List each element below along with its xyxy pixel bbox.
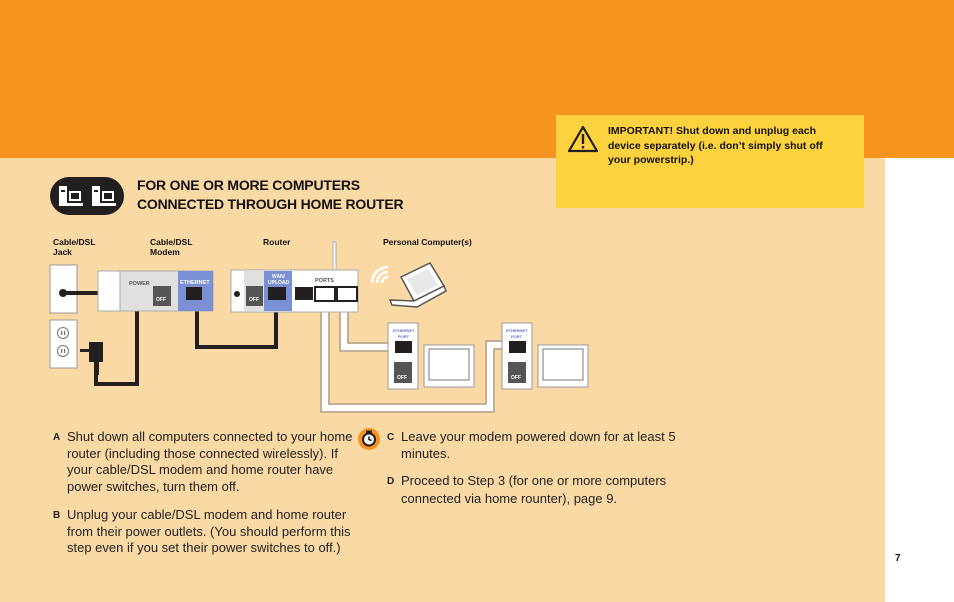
laptop-icon (388, 262, 447, 308)
step-d: D Proceed to Step 3 (for one or more com… (387, 472, 687, 508)
pc2-port-label-2: PORT (511, 334, 523, 339)
white-cables (322, 300, 509, 411)
step-b-letter: B (53, 510, 61, 521)
modem-ethernet-label: ETHERNET (180, 280, 210, 286)
step-d-letter: D (387, 476, 395, 487)
pc2-off-label: OFF (511, 375, 521, 381)
pc1-port-label-1: ETHERNET (393, 328, 415, 333)
pc1-off-label: OFF (397, 375, 407, 381)
jack-label-line2: Jack (53, 247, 72, 257)
modem-power-label: POWER (129, 281, 150, 287)
router-wan-label-2: UPLOAD (268, 280, 290, 286)
step-a-text: Shut down all computers connected to you… (67, 429, 353, 494)
step-b: B Unplug your cable/DSL modem and home r… (53, 507, 373, 557)
modem-label-line2: Modem (150, 247, 180, 257)
computer-1 (387, 322, 475, 390)
pc2-port-label-1: ETHERNET (506, 328, 528, 333)
jack-label-line1: Cable/DSL (53, 237, 96, 247)
step-a: A Shut down all computers connected to y… (53, 429, 358, 495)
router-ports-label: PORTS (315, 278, 334, 284)
step-d-text: Proceed to Step 3 (for one or more compu… (401, 473, 667, 506)
modem-label-line1: Cable/DSL (150, 237, 193, 247)
modem (97, 270, 214, 312)
computer-2 (501, 322, 589, 390)
page-margin (885, 158, 954, 602)
router-wan-label-1: WAN/ (272, 274, 286, 280)
pcs-label: Personal Computer(s) (383, 237, 472, 247)
modem-off-label: OFF (156, 297, 166, 303)
device-labels: POWER OFF ETHERNET OFF WAN/ UPLOAD PORTS… (129, 274, 528, 381)
important-callout: IMPORTANT! Shut down and unplug each dev… (556, 115, 864, 208)
cable-outlines (320, 300, 509, 413)
computers-badge (50, 177, 124, 215)
section-title-line2: CONNECTED THROUGH HOME ROUTER (137, 196, 404, 212)
important-text: IMPORTANT! Shut down and unplug each dev… (608, 125, 823, 166)
wifi-icon (370, 265, 389, 284)
router (230, 241, 359, 313)
jack-label: Cable/DSL Jack (53, 237, 96, 257)
router-label: Router (263, 237, 291, 247)
step-c-letter: C (387, 432, 395, 443)
step-c: C Leave your modem powered down for at l… (387, 429, 687, 462)
warning-icon (568, 125, 598, 153)
step-a-letter: A (53, 432, 61, 443)
section-title: FOR ONE OR MORE COMPUTERS CONNECTED THRO… (137, 176, 437, 214)
computers-icon (59, 186, 116, 206)
step-c-text: Leave your modem powered down for at lea… (401, 429, 676, 461)
modem-label: Cable/DSL Modem (150, 237, 193, 257)
router-off-label: OFF (249, 297, 259, 303)
section-title-line1: FOR ONE OR MORE COMPUTERS (137, 177, 360, 193)
power-adapter (80, 342, 103, 375)
wall-jack (49, 264, 78, 314)
power-outlet (49, 319, 78, 369)
clock-icon (358, 428, 380, 450)
page-number: 7 (895, 553, 901, 564)
pc1-port-label-2: PORT (398, 334, 410, 339)
step-b-text: Unplug your cable/DSL modem and home rou… (67, 507, 351, 555)
